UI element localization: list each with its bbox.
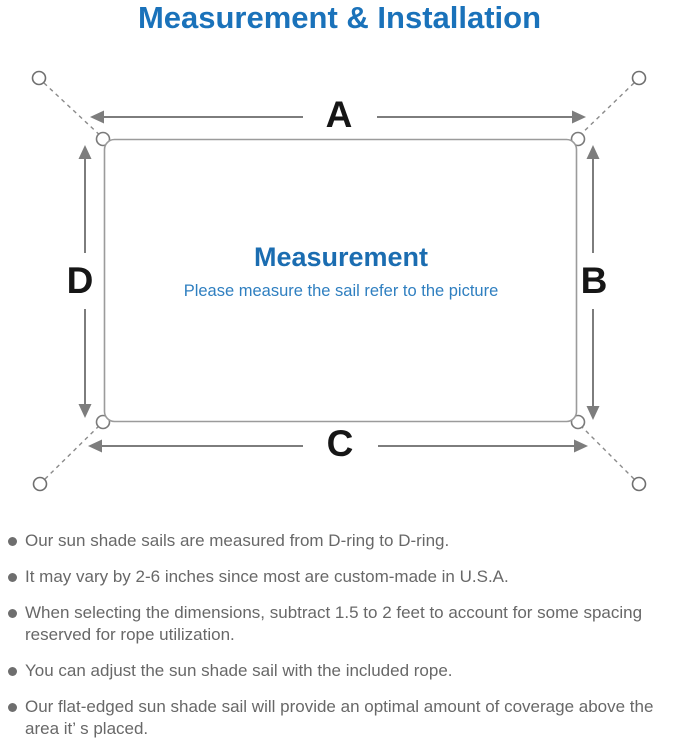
arrowhead-right-icon: [574, 439, 588, 453]
tension-dashed-lines: [43, 82, 635, 480]
bullet-icon: [8, 609, 17, 618]
anchor-ring-icon: [631, 70, 647, 86]
shade-sail-outline: [103, 138, 578, 423]
bullet-icon: [8, 537, 17, 546]
arrowhead-right-icon: [572, 110, 586, 124]
notes-list: Our sun shade sails are measured from D-…: [8, 530, 672, 739]
list-item: You can adjust the sun shade sail with t…: [8, 660, 672, 682]
bullet-icon: [8, 703, 17, 712]
bullet-icon: [8, 667, 17, 676]
anchor-ring-icon: [31, 70, 47, 86]
arrowhead-down-icon: [78, 404, 92, 418]
note-text: You can adjust the sun shade sail with t…: [25, 661, 453, 680]
arrowhead-up-icon: [586, 145, 600, 159]
anchor-rings: [31, 70, 647, 492]
arrowhead-up-icon: [78, 145, 92, 159]
diagram-caption-heading: Measurement: [253, 242, 429, 272]
bullet-icon: [8, 573, 17, 582]
dimension-arrow-c: [88, 439, 588, 453]
dimension-label-b: B: [580, 260, 608, 301]
arrowhead-down-icon: [586, 406, 600, 420]
note-text: It may vary by 2-6 inches since most are…: [25, 567, 509, 586]
dimension-label-a: A: [325, 94, 353, 135]
anchor-ring-icon: [631, 476, 647, 492]
dimension-arrow-a: [90, 110, 586, 124]
note-text: Our sun shade sails are measured from D-…: [25, 531, 450, 550]
arrowhead-left-icon: [90, 110, 104, 124]
d-ring-icon: [570, 131, 586, 147]
d-ring-corners: [95, 131, 586, 430]
diagram-caption-subtitle: Please measure the sail refer to the pic…: [183, 282, 499, 300]
d-ring-icon: [95, 414, 111, 430]
dimension-arrow-b: [586, 145, 600, 420]
list-item: Our flat-edged sun shade sail will provi…: [8, 696, 672, 739]
note-text: When selecting the dimensions, subtract …: [25, 603, 643, 644]
dimension-label-d: D: [66, 260, 94, 301]
d-ring-icon: [570, 414, 586, 430]
note-text: Our flat-edged sun shade sail will provi…: [25, 697, 654, 738]
list-item: When selecting the dimensions, subtract …: [8, 602, 672, 646]
dimension-label-c: C: [326, 423, 354, 464]
list-item: Our sun shade sails are measured from D-…: [8, 530, 672, 552]
dimension-arrow-d: [78, 145, 92, 418]
diagram-caption: Measurement Please measure the sail refe…: [105, 242, 577, 301]
list-item: It may vary by 2-6 inches since most are…: [8, 566, 672, 588]
page-title: Measurement & Installation: [137, 0, 542, 35]
d-ring-icon: [95, 131, 111, 147]
anchor-ring-icon: [32, 476, 48, 492]
arrowhead-left-icon: [88, 439, 102, 453]
